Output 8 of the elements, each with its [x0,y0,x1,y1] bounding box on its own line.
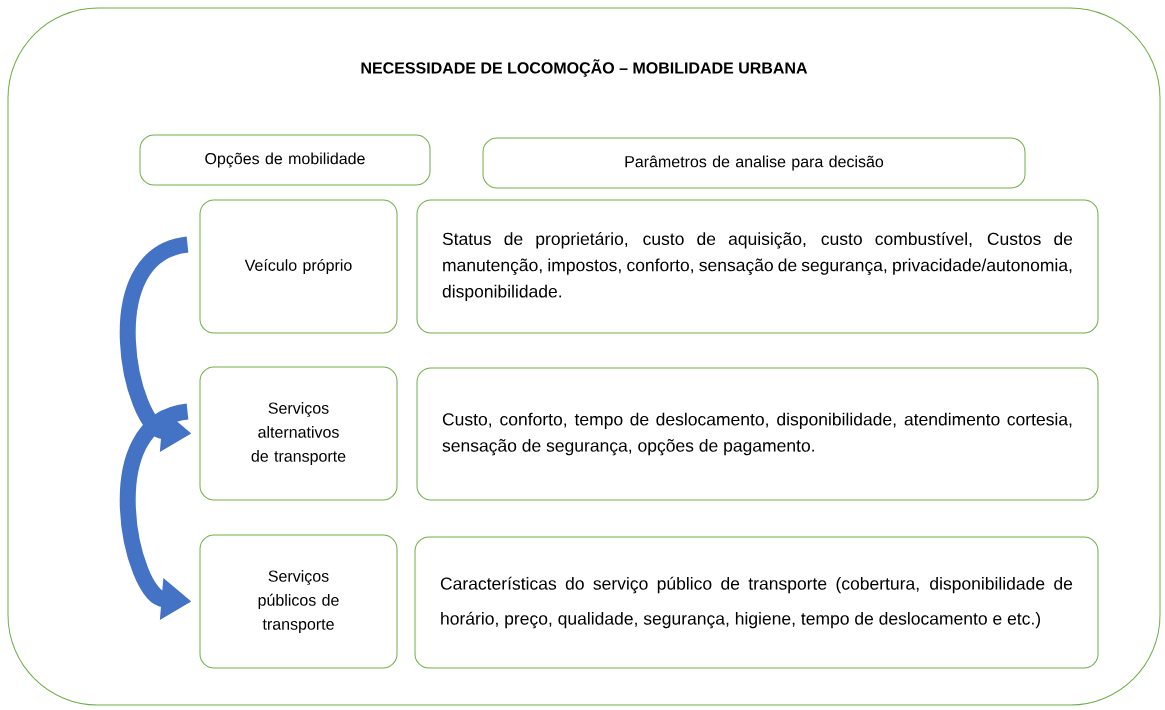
option-box: Serviços alternativos de transporte [199,366,398,501]
parameter-box: Características do serviço público de transporte (cobertura, disponibilidade de horário, preço, qualidade, segurança, higiene, tempo de deslocamento e etc.) [414,536,1099,669]
parameter-box: Custo, conforto, tempo de deslocamento, disponibilidade, atendimento cortesia, sensação de segurança, opções de pagamento. [416,367,1099,501]
parameter-box: Status de proprietário, custo de aquisição, custo combustível, Custos de manutenção, impostos, conforto, sensação de segurança, privacidade/autonomia, disponibilidade. [416,199,1099,334]
header-box: Opções de mobilidade [139,134,431,186]
option-box: Veículo próprio [199,199,398,334]
header-box: Parâmetros de analise para decisão [482,137,1026,189]
option-box: Serviços públicos de transporte [199,534,398,669]
